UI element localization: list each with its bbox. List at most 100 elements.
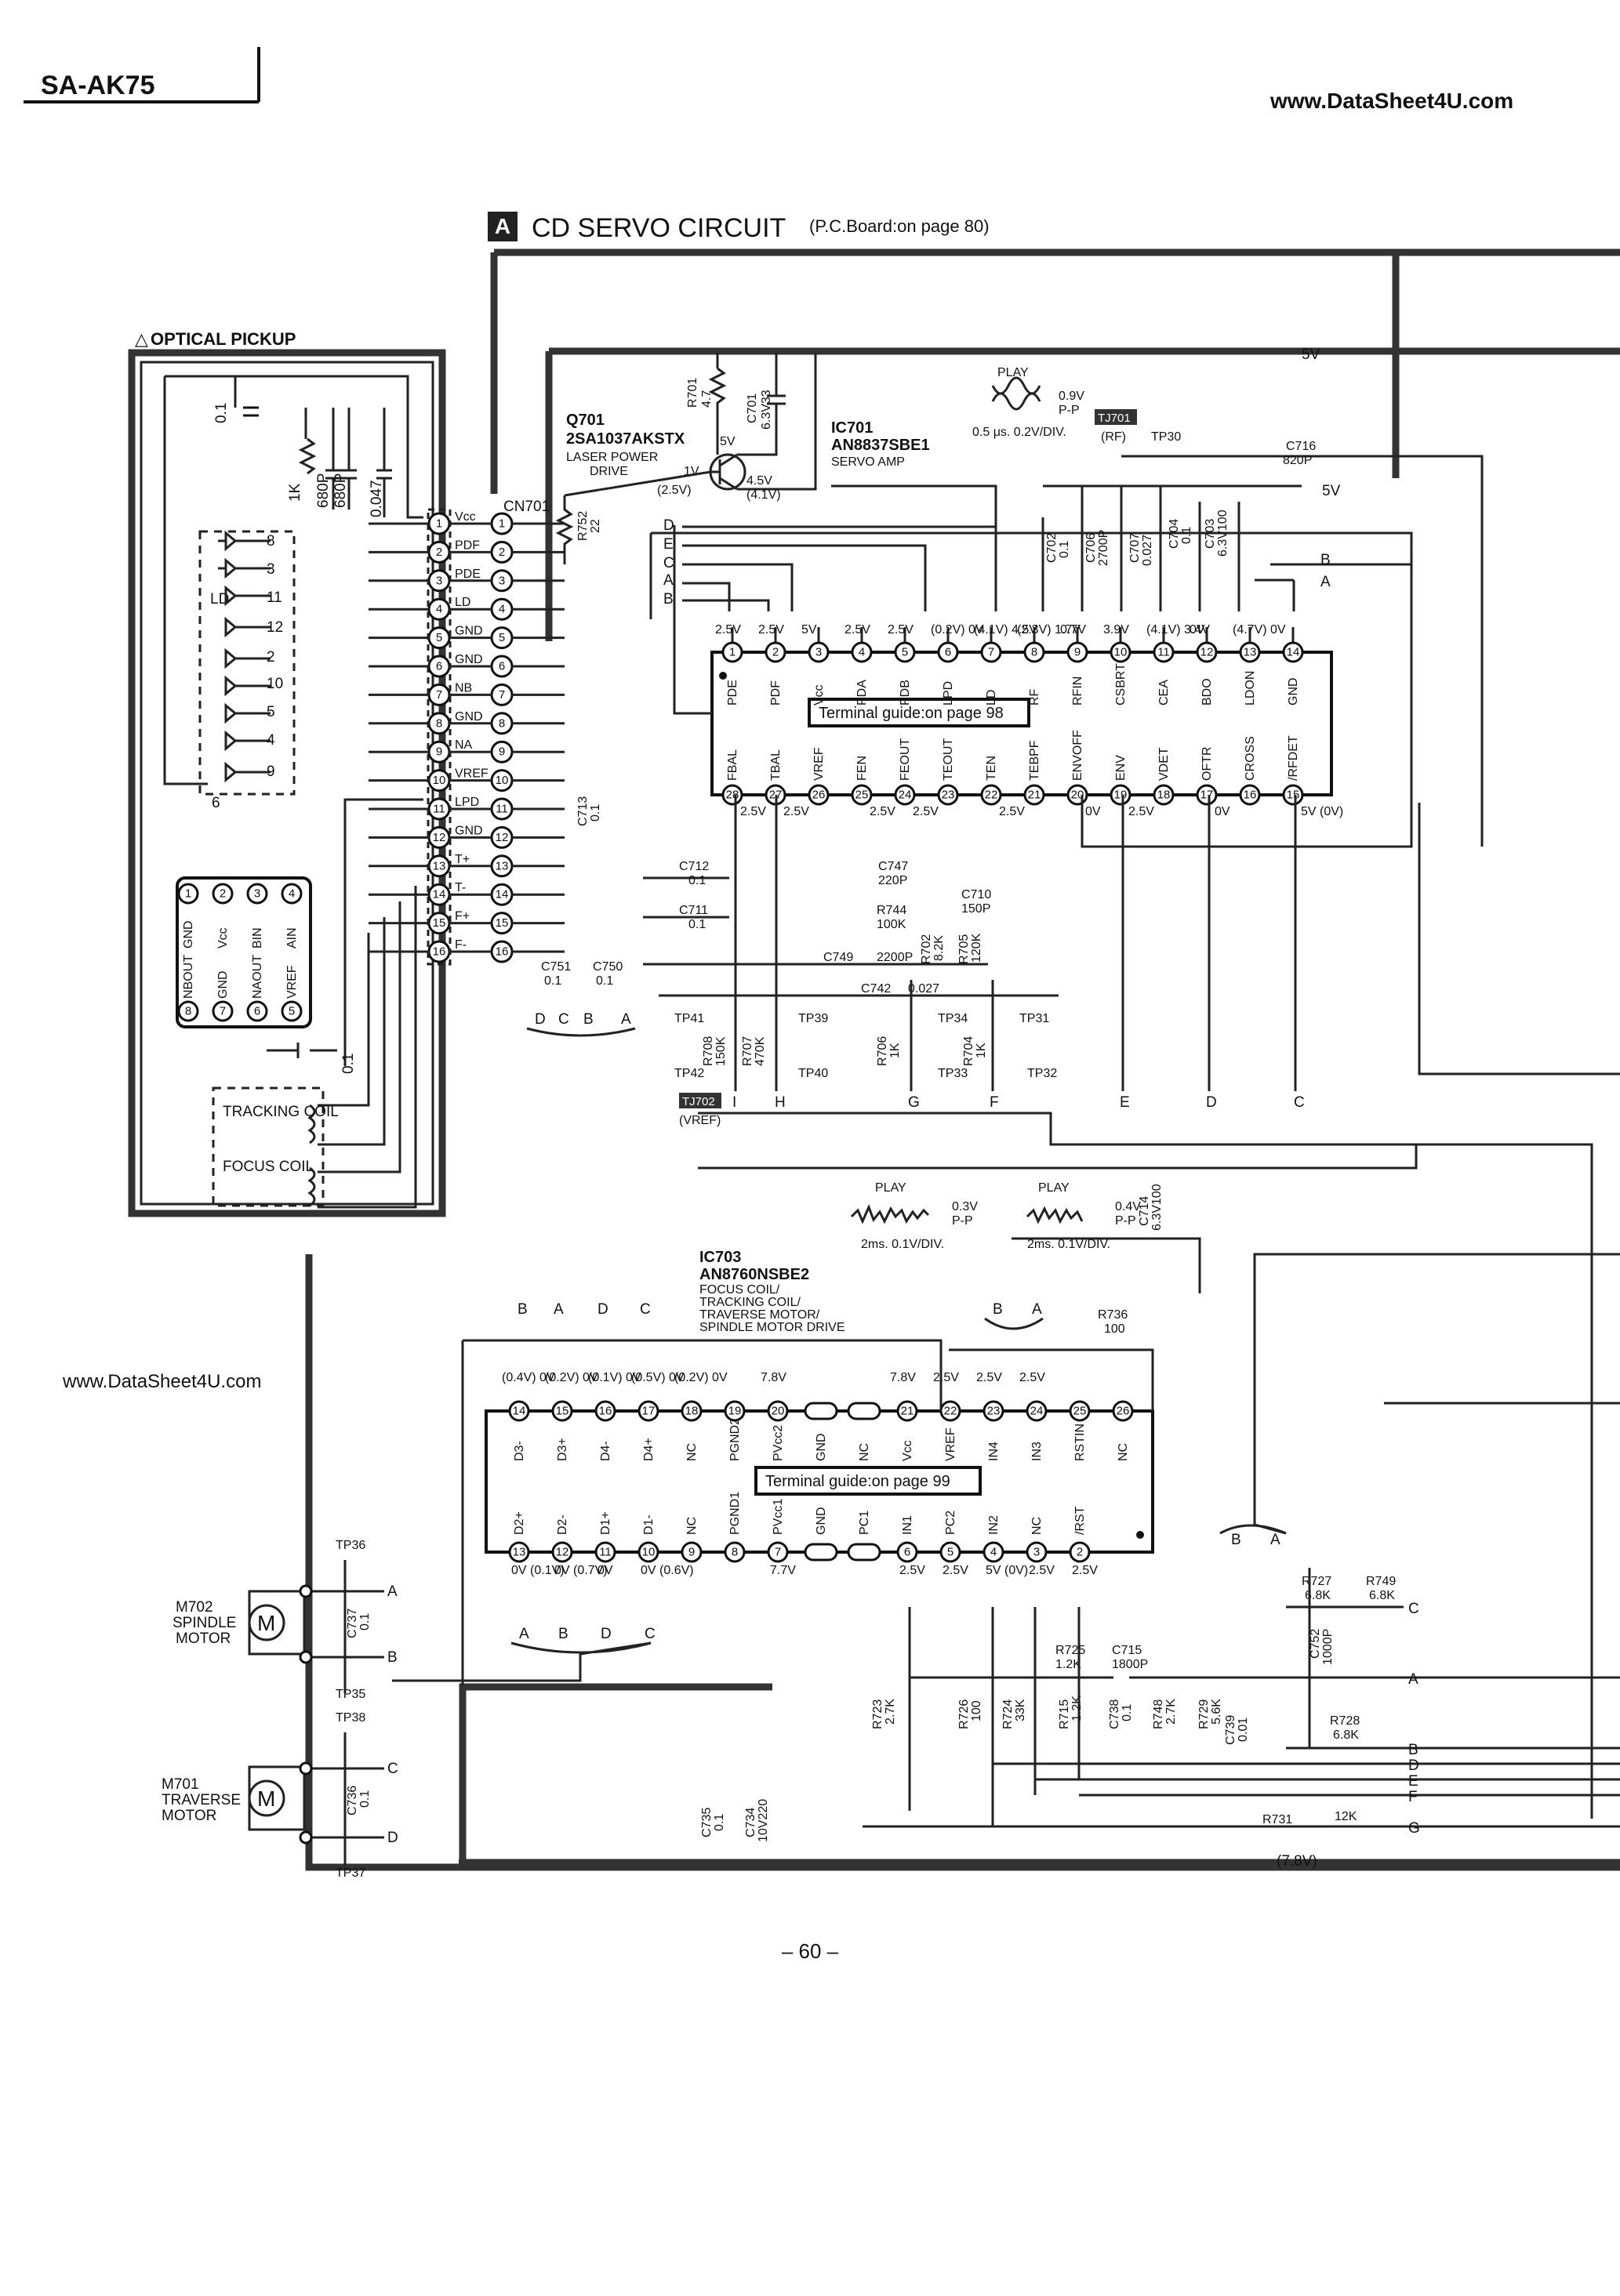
cn701-right-pin-no: 6 <box>499 660 505 673</box>
w3-mode: PLAY <box>1038 1181 1070 1195</box>
ic701-bottom-pin-no: 26 <box>812 789 826 802</box>
c750-ref: C750 <box>593 960 623 974</box>
ic703-bottom-pin <box>939 1541 961 1563</box>
ic703-top-pin-name: PVcc2 <box>772 1425 785 1461</box>
cn701-pin-name: GND <box>455 625 483 638</box>
c706-val: 2700P <box>1097 530 1110 566</box>
ic701-top-pin-name: GND <box>1287 677 1300 705</box>
cap-680p-b-label: 680P <box>332 473 349 508</box>
tp34-label: TP34 <box>938 1012 968 1025</box>
ic701-bottom-pin <box>1196 784 1218 806</box>
svg-text:D: D <box>598 1301 608 1318</box>
r752-val: 22 <box>589 519 602 533</box>
watermark-left: www.DataSheet4U.com <box>62 1371 261 1392</box>
ic701-bottom-pin <box>1023 784 1045 806</box>
ic701-bottom-pin-name: TEOUT <box>942 738 955 781</box>
r752-ref: R752 <box>576 511 590 541</box>
ic701-top-pin-no: 12 <box>1200 646 1214 659</box>
svg-text:B: B <box>663 591 674 608</box>
ic703-bottom-volt: 0V (0.1V) <box>511 1564 565 1577</box>
tj702-label: TJ702 <box>682 1095 715 1108</box>
ic703-top-pin-name: NC <box>1117 1443 1130 1461</box>
c701-val: 6.3V33 <box>760 390 773 430</box>
cn701-left-pin-no: 13 <box>433 859 446 872</box>
ic703-bottom-volt: 5V (0V) <box>986 1564 1028 1577</box>
q701-desc1: LASER POWER <box>566 451 658 464</box>
svg-text:C: C <box>1294 1094 1305 1111</box>
ic701-top-volt: 3.9V <box>1103 623 1129 637</box>
ic701-top-pin <box>851 641 873 663</box>
ic703-top-pin <box>594 1400 616 1422</box>
ic701-top-volt: (4.1V) 3.4V <box>1146 623 1210 637</box>
ic703-top-volt: 7.8V <box>761 1371 786 1384</box>
ic703-bottom-pin <box>1069 1541 1091 1563</box>
ic701-top-pin-name: RFIN <box>1071 676 1084 705</box>
ic701: IC701 AN8837SBE1 SERVO AMP Terminal guid… <box>710 419 1343 818</box>
ic701-top-pin <box>1066 641 1088 663</box>
rf-mode: PLAY <box>997 366 1029 379</box>
r726-val: 100 <box>970 1700 983 1721</box>
cn701-left-pin-no: 14 <box>433 888 446 901</box>
pickup-ic-bottom-pin-no: 8 <box>185 1005 191 1018</box>
cn701-right-pin-no: 5 <box>499 631 505 644</box>
ic701-top-pin-no: 11 <box>1157 646 1170 659</box>
section-title-text: CD SERVO CIRCUIT <box>532 213 786 243</box>
ic703-bottom-volt: 0V (0.6V) <box>641 1564 694 1577</box>
ic701-bottom-volt: 2.5V <box>740 805 766 818</box>
c736-val: 0.1 <box>358 1790 372 1808</box>
ic701-bottom-pin-no: 16 <box>1244 789 1257 802</box>
svg-text:G: G <box>1408 1820 1420 1837</box>
ic703-bottom-volt: 2.5V <box>943 1564 968 1577</box>
pickup-ic-top-pin <box>212 883 234 905</box>
ic703-top-pin <box>551 1400 573 1422</box>
ic701-top-pin <box>1239 641 1261 663</box>
cn701-left-pin-no: 1 <box>436 517 442 531</box>
motor-section: TP36 TP35 TP38 TP37 M M702 SPINDLE MOTOR… <box>162 1253 1620 1880</box>
ic703-bottom-pin-no: 9 <box>688 1546 695 1559</box>
ic701-top-volt: 2.5V <box>845 623 870 637</box>
ic703-bottom-pin <box>896 1541 918 1563</box>
c739-ref: C739 <box>1224 1715 1237 1745</box>
cn701-right-pin-no: 12 <box>496 831 509 844</box>
r705-val: 120K <box>970 933 983 963</box>
svg-text:C: C <box>640 1301 651 1318</box>
pickup-ic-bottom-pin-name: NAOUT <box>251 955 264 999</box>
ic701-bottom-pin <box>808 784 830 806</box>
tracking-coil-label: TRACKING COIL <box>223 1104 339 1120</box>
ic701-top-volt: 2.5V <box>888 623 914 637</box>
cn701-left-pin-no: 6 <box>436 660 442 673</box>
shield-border <box>128 248 1620 1871</box>
ic701-bottom-volt: 2.5V <box>999 805 1025 818</box>
ic701-bottom-pin <box>1282 784 1304 806</box>
ic703-top-pin-no: 23 <box>987 1405 1001 1418</box>
cn701-pin-name: T+ <box>455 853 470 866</box>
ic703-top-pin-name: D3- <box>513 1441 526 1461</box>
ic701-bottom-pin-no: 17 <box>1200 789 1214 802</box>
cn701-left-pin-no: 4 <box>436 603 442 616</box>
res-1k-label: 1K <box>287 483 303 502</box>
c715-ref: C715 <box>1112 1644 1142 1657</box>
q701-v41: (4.1V) <box>746 488 781 502</box>
cn701-right-pin-no: 15 <box>496 916 509 930</box>
c752-val: 1000P <box>1321 1629 1335 1665</box>
svg-text:B: B <box>1231 1532 1241 1548</box>
c747-ref: C747 <box>878 860 908 873</box>
photodiode-array: 8 3 11 12 2 10 5 4 9 6 <box>212 530 283 811</box>
ic703-bottom-pin <box>1026 1541 1048 1563</box>
q701-v45: 4.5V <box>746 474 772 488</box>
ic703-bottom-gnd-pad <box>804 1543 838 1561</box>
rf-vpp: 0.9V <box>1059 390 1084 403</box>
ic701-top-pin-name: LD <box>985 690 998 705</box>
waveform-2: PLAY 0.3V P-P 2ms. 0.1V/DIV. <box>850 1181 978 1251</box>
ic701-periphery: D E C A B C702 0.1 C706 2700P C707 0.027… <box>526 346 1620 1819</box>
ic703-desc4: SPINDLE MOTOR DRIVE <box>699 1321 845 1334</box>
ic703-bottom-pin-no: 7 <box>775 1546 781 1559</box>
ic703-bottom-pin-no: 4 <box>990 1546 997 1559</box>
ic701-bottom-pin <box>937 784 959 806</box>
ld-label: LD <box>210 591 229 608</box>
tp40-label: TP40 <box>798 1067 828 1080</box>
ic703-top-pin-name: PGND2 <box>728 1418 742 1461</box>
ic703-top-pin <box>724 1400 746 1422</box>
